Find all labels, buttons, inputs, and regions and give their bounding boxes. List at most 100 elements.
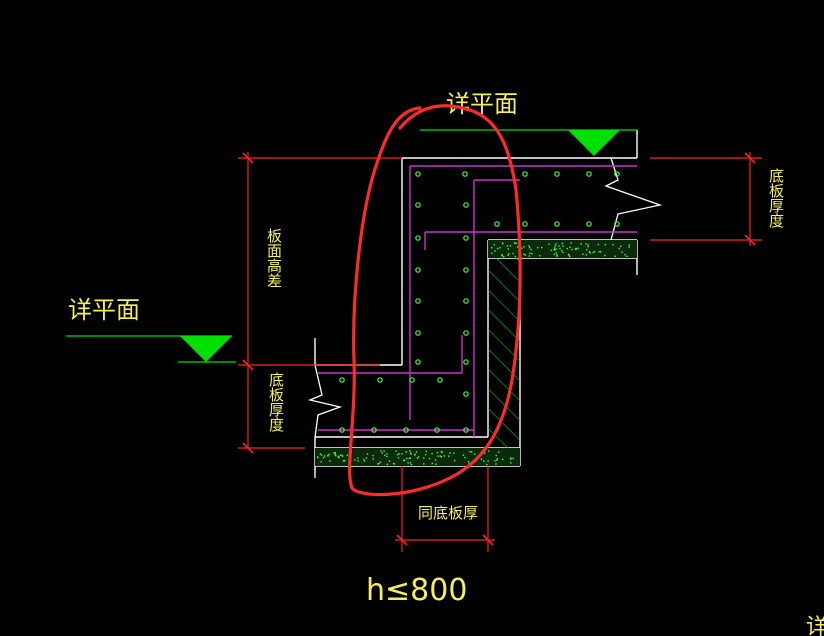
bedding-speck bbox=[480, 458, 483, 460]
bedding-speck bbox=[464, 456, 466, 459]
bedding-speck bbox=[588, 251, 591, 253]
bedding-speck bbox=[357, 457, 359, 459]
bedding-speck bbox=[501, 254, 503, 256]
same-bottom-slab-thickness-label: 同底板厚 bbox=[418, 504, 478, 522]
bedding-speck bbox=[561, 242, 563, 245]
bedding-speck bbox=[384, 454, 386, 457]
bedding-speck bbox=[449, 452, 451, 454]
bedding-speck bbox=[328, 453, 330, 455]
bedding-layers bbox=[315, 240, 637, 466]
bedding-speck bbox=[541, 246, 543, 249]
bedding-speck bbox=[530, 248, 532, 251]
bedding-speck bbox=[354, 459, 356, 461]
bedding-speck bbox=[409, 450, 411, 452]
bedding-speck bbox=[554, 245, 556, 247]
bedding-speck bbox=[386, 463, 389, 466]
bedding-speck bbox=[496, 458, 499, 460]
bedding-speck bbox=[322, 457, 325, 459]
bedding-speck bbox=[558, 245, 560, 247]
bottom-slab-thickness-right-label: 底板厚度 bbox=[767, 168, 785, 228]
bedding-speck bbox=[531, 252, 533, 255]
rebar-dot bbox=[522, 221, 528, 227]
bedding-speck bbox=[497, 451, 500, 453]
bedding-speck bbox=[598, 251, 600, 253]
bedding-speck bbox=[528, 255, 531, 257]
rebar-dot bbox=[494, 221, 500, 227]
rebar-dot bbox=[415, 267, 421, 273]
bedding-speck bbox=[443, 455, 446, 457]
bedding-speck bbox=[440, 456, 443, 458]
bedding-speck bbox=[483, 460, 485, 462]
level-marker-top bbox=[420, 129, 637, 156]
bedding-speck bbox=[567, 253, 570, 255]
rebar-dot bbox=[371, 427, 377, 433]
bedding-speck bbox=[448, 455, 450, 457]
bedding-speck bbox=[416, 457, 419, 459]
bedding-speck bbox=[414, 454, 416, 456]
bedding-speck bbox=[440, 450, 443, 453]
rebar-lines bbox=[318, 165, 637, 437]
rebar-dot bbox=[554, 171, 560, 177]
bedding-speck bbox=[509, 245, 512, 247]
bedding-speck bbox=[470, 451, 473, 453]
bedding-speck bbox=[341, 454, 343, 456]
bedding-speck bbox=[486, 463, 488, 466]
bedding-speck bbox=[338, 456, 340, 459]
rebar-dot bbox=[614, 171, 620, 177]
rebar-dot bbox=[614, 221, 620, 227]
bedding-speck bbox=[507, 248, 509, 250]
bedding-speck bbox=[388, 460, 391, 462]
bedding-speck bbox=[553, 253, 555, 256]
bedding-speck bbox=[604, 254, 606, 257]
bedding-speck bbox=[329, 460, 331, 462]
bedding-speck bbox=[392, 462, 395, 465]
bedding-speck bbox=[586, 249, 588, 251]
annotation-circle bbox=[348, 104, 522, 497]
bedding-speck bbox=[556, 255, 558, 257]
rebar-dot bbox=[415, 359, 421, 365]
bedding-speck bbox=[502, 243, 504, 245]
bedding-speck bbox=[594, 250, 596, 253]
rebar-dot bbox=[415, 235, 421, 241]
bedding-speck bbox=[577, 247, 579, 249]
bedding-speck bbox=[410, 453, 412, 455]
bedding-speck bbox=[585, 243, 587, 245]
bedding-speck bbox=[628, 244, 630, 246]
rebar-dot bbox=[463, 427, 469, 433]
rebar-dot bbox=[434, 427, 440, 433]
rebar-dots bbox=[339, 171, 620, 433]
bedding-speck bbox=[499, 247, 501, 249]
concrete-outline bbox=[314, 130, 638, 478]
bedding-speck bbox=[496, 247, 499, 250]
rebar-dot bbox=[586, 221, 592, 227]
bedding-speck bbox=[434, 459, 437, 461]
bedding-speck bbox=[589, 252, 591, 254]
bedding-speck bbox=[503, 255, 505, 258]
bedding-speck bbox=[575, 248, 577, 250]
bedding-speck bbox=[437, 455, 439, 457]
bedding-speck bbox=[548, 243, 550, 245]
dimension-lines bbox=[238, 152, 762, 552]
bedding-speck bbox=[431, 453, 433, 455]
bedding-speck bbox=[512, 252, 514, 255]
bedding-speck bbox=[612, 244, 614, 246]
dimension-ticks bbox=[242, 152, 756, 546]
bedding-speck bbox=[346, 454, 348, 456]
bedding-speck bbox=[383, 450, 385, 452]
bedding-speck bbox=[620, 245, 622, 248]
bedding-speck bbox=[377, 463, 379, 465]
bedding-speck bbox=[343, 459, 345, 462]
bedding-speck bbox=[491, 247, 493, 249]
bedding-speck bbox=[624, 254, 626, 256]
rebar-dot bbox=[463, 330, 469, 336]
bedding-speck bbox=[372, 458, 374, 460]
bedding-speck bbox=[319, 453, 322, 455]
bedding-speck bbox=[495, 454, 497, 457]
bedding-speck bbox=[414, 453, 416, 455]
bedding-speck bbox=[363, 458, 365, 461]
bedding-speck bbox=[435, 463, 437, 465]
rebar-dot bbox=[339, 427, 345, 433]
bedding-speck bbox=[417, 456, 420, 458]
bedding-speck bbox=[393, 463, 396, 465]
